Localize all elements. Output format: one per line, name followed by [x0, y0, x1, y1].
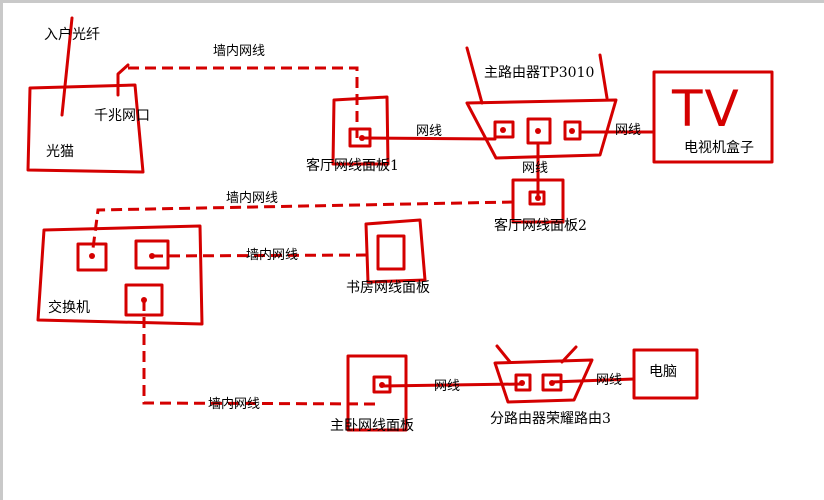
- cable-label-router-panel2: 网线: [522, 161, 549, 176]
- cable-panel1-to-router: [360, 136, 497, 141]
- sub-router-label: 分路由器荣耀路由3: [490, 411, 611, 427]
- living-panel-1-box: [331, 95, 390, 166]
- living-panel-1-label: 客厅网线面板1: [306, 158, 399, 174]
- sub-router-port-1: [514, 373, 532, 392]
- dot-subrouter-2: [549, 380, 555, 386]
- dot-master: [379, 382, 385, 388]
- inwall-label-4: 墙内网线: [208, 397, 261, 412]
- gigabit-port-label: 千兆网口: [94, 108, 150, 124]
- inwall-cable-switch-to-master: [142, 300, 376, 406]
- inwall-cable-modem-to-panel1: [128, 66, 359, 138]
- main-router-label: 主路由器TP3010: [484, 65, 595, 81]
- living-panel-2-label: 客厅网线面板2: [494, 218, 587, 234]
- dot-router-2: [535, 128, 541, 134]
- tv-box-frame: [652, 70, 774, 164]
- switch-port-3: [124, 283, 164, 317]
- switch-label: 交换机: [48, 300, 90, 316]
- dot-subrouter-1: [519, 380, 525, 386]
- switch-body: [36, 224, 204, 326]
- dot-router-3: [569, 128, 575, 134]
- main-router-antenna-right: [598, 53, 609, 100]
- gigabit-port-line: [116, 63, 130, 97]
- study-panel-label: 书房网线面板: [346, 280, 430, 296]
- dot-panel2: [535, 195, 541, 201]
- sub-router-body: [493, 358, 594, 404]
- main-router-port-1: [493, 120, 515, 139]
- main-router-antenna-left: [465, 46, 484, 105]
- fiber-cable: [60, 16, 74, 117]
- cable-label-subrouter-computer: 网线: [596, 373, 623, 388]
- switch-port-2: [134, 239, 170, 270]
- sub-router-antenna-left: [495, 344, 512, 364]
- cable-label-router-tv: 网线: [615, 123, 642, 138]
- inwall-label-2: 墙内网线: [226, 191, 279, 206]
- dot-switch-2: [149, 253, 155, 259]
- optical-modem-label: 光猫: [46, 144, 74, 160]
- computer-box: [632, 348, 699, 400]
- tv-box-label: 电视机盒子: [684, 140, 754, 156]
- dot-switch-1: [89, 253, 95, 259]
- inwall-label-1: 墙内网线: [213, 44, 266, 59]
- cable-subrouter-to-computer: [550, 377, 636, 384]
- sub-router-antenna-right: [560, 345, 578, 364]
- cable-label-master-subrouter: 网线: [434, 379, 461, 394]
- study-panel-port: [376, 234, 406, 271]
- master-panel-box: [346, 354, 408, 432]
- dot-router-1: [500, 127, 506, 133]
- optical-modem-box: [26, 83, 145, 174]
- dot-switch-3: [141, 297, 147, 303]
- inwall-cable-panel2-to-switch: [90, 200, 514, 257]
- inwall-cable-switch-to-study: [151, 253, 373, 258]
- cable-master-to-subrouter: [380, 382, 524, 388]
- window-border-left: [0, 0, 3, 500]
- master-panel-label: 主卧网线面板: [330, 418, 414, 434]
- fiber-in-label: 入户光纤: [44, 27, 100, 43]
- inwall-label-3: 墙内网线: [246, 248, 299, 263]
- tv-glyph: TV: [672, 80, 741, 138]
- cable-label-panel1-router: 网线: [416, 124, 443, 139]
- main-router-body: [465, 98, 618, 160]
- study-panel-box: [364, 218, 427, 284]
- switch-port-1: [76, 242, 108, 272]
- dot-panel1: [359, 135, 365, 141]
- computer-label: 电脑: [649, 364, 677, 380]
- window-border-top: [0, 0, 824, 3]
